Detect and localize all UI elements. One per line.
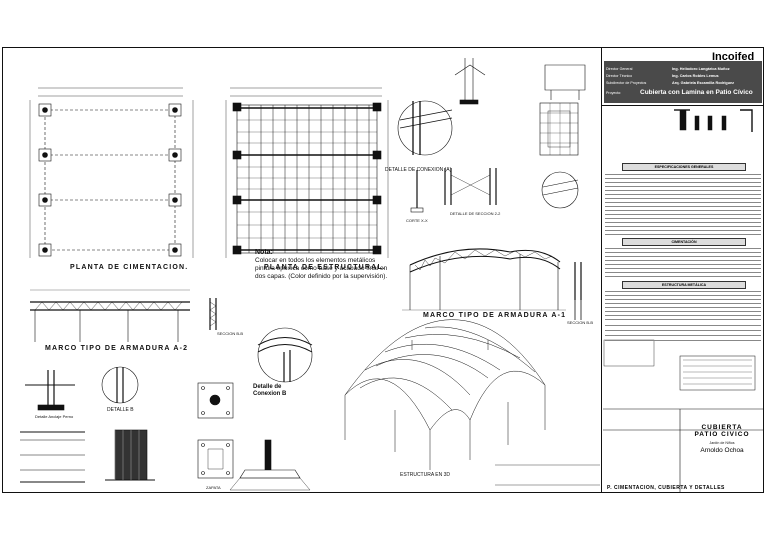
- label-detalle-anclaje: Detalle Anclaje Perno: [35, 414, 74, 419]
- section-especificaciones: ESPECIFICACIONES GENERALES: [622, 163, 746, 171]
- sheet-title-cubierta: CUBIERTA PATIO CIVICO: [682, 424, 762, 438]
- cubierta-line1: CUBIERTA: [701, 424, 743, 431]
- label-marco-a2: MARCO TIPO DE ARMADURA A-2: [45, 345, 189, 352]
- company-logo-text: Incoifed: [712, 51, 755, 63]
- estructura-3d-drawing: [344, 319, 546, 470]
- nota-inferior-drawing: [495, 464, 600, 486]
- title-block-dark-band: [604, 61, 762, 103]
- detalle-conexion-a-drawing: [397, 58, 586, 213]
- planta-cimentacion-drawing: [29, 87, 194, 258]
- label-planta-cimentacion: PLANTA DE CIMENTACION.: [70, 264, 189, 271]
- title-block-details: [603, 109, 763, 492]
- proyecto-label: Proyecto:: [606, 91, 622, 95]
- subdirector-label: Subdirector de Proyectos: [606, 81, 647, 85]
- label-detalle-b: DETALLE B: [107, 407, 134, 413]
- director-tecnico-name: Ing. Carlos Robles Lemus: [672, 74, 719, 78]
- title-block: Incoifed Director General Ing. Heliodoro…: [601, 47, 764, 493]
- marco-a1-drawing: [402, 248, 582, 320]
- structural-note: Nota: Colocar en todos los elementos met…: [255, 249, 395, 281]
- section-estructura: ESTRUCTURA METÁLICA: [622, 281, 746, 289]
- label-marco-a1: MARCO TIPO DE ARMADURA A-1: [423, 312, 567, 319]
- detalle-conexion-b-drawing: [257, 327, 313, 383]
- planta-estructural-drawing: [225, 87, 389, 258]
- label-estructura-3d: ESTRUCTURA EN 3D: [400, 472, 451, 478]
- escuela-nombre: Arnoldo Ochoa: [700, 447, 744, 454]
- label-detalle-conexion-b: Detalle de Conexion B: [253, 384, 287, 397]
- label-seccion-b-b-right: SECCION B-B: [567, 320, 594, 325]
- label-seccion-b-b-left: SECCION B-B: [217, 331, 244, 336]
- cubierta-line2: PATIO CIVICO: [694, 431, 750, 438]
- director-general-name: Ing. Heliodoro Langárica Muñoz: [672, 67, 730, 71]
- subdirector-name: Arq. Gabriela Escamilla Rodriguez: [672, 81, 735, 85]
- escuela-tipo: Jardín de Niños: [709, 441, 735, 445]
- label-corte-x-x: CORTE X-X: [406, 218, 428, 223]
- proyecto-name: Cubierta con Lamina en Patio Cívico: [640, 89, 753, 96]
- label-detalle-seccion: DETALLE DE SECCION 2-2: [450, 211, 501, 216]
- note-body: Colocar en todos los elementos metálicos…: [255, 257, 388, 280]
- sheet-border: [2, 47, 764, 493]
- marco-a2-drawing: [30, 289, 217, 342]
- placa-base-drawing: [197, 382, 311, 491]
- detalle-b-drawing: [101, 366, 155, 481]
- director-tecnico-label: Director Técnico: [606, 74, 633, 78]
- detalle-anclaje-drawing: [20, 370, 85, 483]
- section-cimentacion: CIMENTACIÓN: [622, 238, 746, 246]
- title-block-header: Incoifed Director General Ing. Heliodoro…: [602, 47, 764, 106]
- label-planta-estructural: PLANTA DE ESTRUCTURAL.: [264, 264, 387, 271]
- director-general-label: Director General: [606, 67, 633, 71]
- note-heading: Nota:: [255, 249, 273, 256]
- plano-titulo: P. CIMENTACION, CUBIERTA Y DETALLES: [607, 485, 725, 491]
- label-detalle-conexion-a: DETALLE DE CONEXION (A): [385, 167, 452, 173]
- label-zapata: ZAPATA: [206, 485, 221, 490]
